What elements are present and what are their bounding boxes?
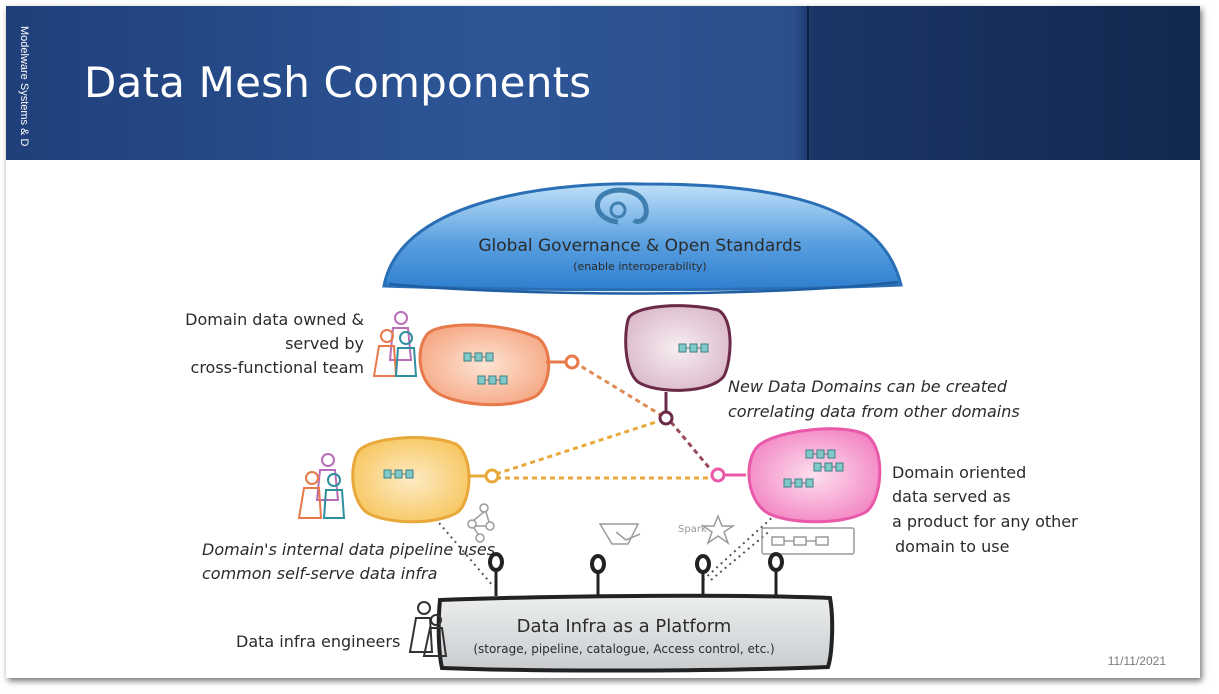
new-domains-line-1: New Data Domains can be created (728, 377, 1008, 396)
governance-dome-rim (388, 280, 899, 295)
domain-yellow (351, 436, 471, 524)
platform-box (436, 593, 835, 673)
connection-orange-to-new (573, 360, 662, 417)
data-mesh-diagram: Global Governance & Open Standards (enab… (185, 182, 1078, 673)
slide-title: Data Mesh Components (84, 58, 592, 107)
new-domains-line-2: correlating data from other domains (728, 402, 1020, 421)
governance-icon (594, 187, 649, 225)
pipeline-links (403, 481, 787, 587)
header-divider (807, 6, 809, 160)
cross-functional-team-icon (372, 311, 418, 377)
graph-tool-icon (467, 503, 495, 543)
domain-new (624, 304, 732, 392)
catalogue-tool-icon (761, 527, 855, 555)
data-product-icon (678, 343, 709, 353)
slide: Modelware Systems & D Data Mesh Componen… (6, 6, 1200, 678)
domain-team-icon (297, 453, 346, 519)
slide-header: Modelware Systems & D Data Mesh Componen… (6, 6, 1200, 160)
domain-pink (747, 427, 882, 524)
data-product-icon (805, 449, 836, 459)
product-label-line-4: domain to use (895, 537, 1009, 556)
data-product-icon (463, 352, 494, 362)
slide-date: 11/11/2021 (1107, 654, 1166, 668)
data-infra-engineers-icon (408, 601, 448, 657)
connection-new-to-pink (669, 421, 713, 471)
yellow-port (484, 468, 500, 484)
team-label-line-3: cross-functional team (191, 358, 364, 377)
new-port (658, 410, 674, 426)
spark-icon: Spark (678, 513, 736, 545)
governance-subtitle: (enable interoperability) (573, 260, 706, 273)
storage-tool-icon (598, 523, 641, 545)
data-product-icon (813, 462, 844, 472)
platform-title: Data Infra as a Platform (517, 616, 732, 637)
pipeline-label-line-1: Domain's internal data pipeline uses (202, 540, 495, 559)
team-label-line-1: Domain data owned & (185, 310, 364, 329)
side-label: Modelware Systems & D (18, 26, 30, 147)
team-label-line-2: served by (285, 334, 364, 353)
data-product-icon (383, 469, 414, 479)
orange-port (564, 354, 580, 370)
connection-yellow-to-new (495, 420, 657, 476)
governance-dome (382, 182, 903, 292)
product-label-line-3: a product for any other (892, 512, 1078, 531)
governance-title: Global Governance & Open Standards (478, 236, 801, 256)
product-label-line-1: Domain oriented (892, 463, 1026, 482)
engineers-label: Data infra engineers (236, 632, 400, 651)
domain-connections (495, 360, 714, 480)
svg-text:Spark: Spark (678, 524, 707, 535)
platform-subtitle: (storage, pipeline, catalogue, Access co… (473, 642, 774, 656)
platform-ports (488, 552, 784, 596)
product-label-line-2: data served as (892, 487, 1011, 506)
data-product-icon (783, 478, 814, 488)
pipeline-label-line-2: common self-serve data infra (202, 564, 437, 583)
data-product-icon (477, 375, 508, 385)
pink-port (710, 467, 726, 483)
domain-orange (418, 323, 551, 407)
